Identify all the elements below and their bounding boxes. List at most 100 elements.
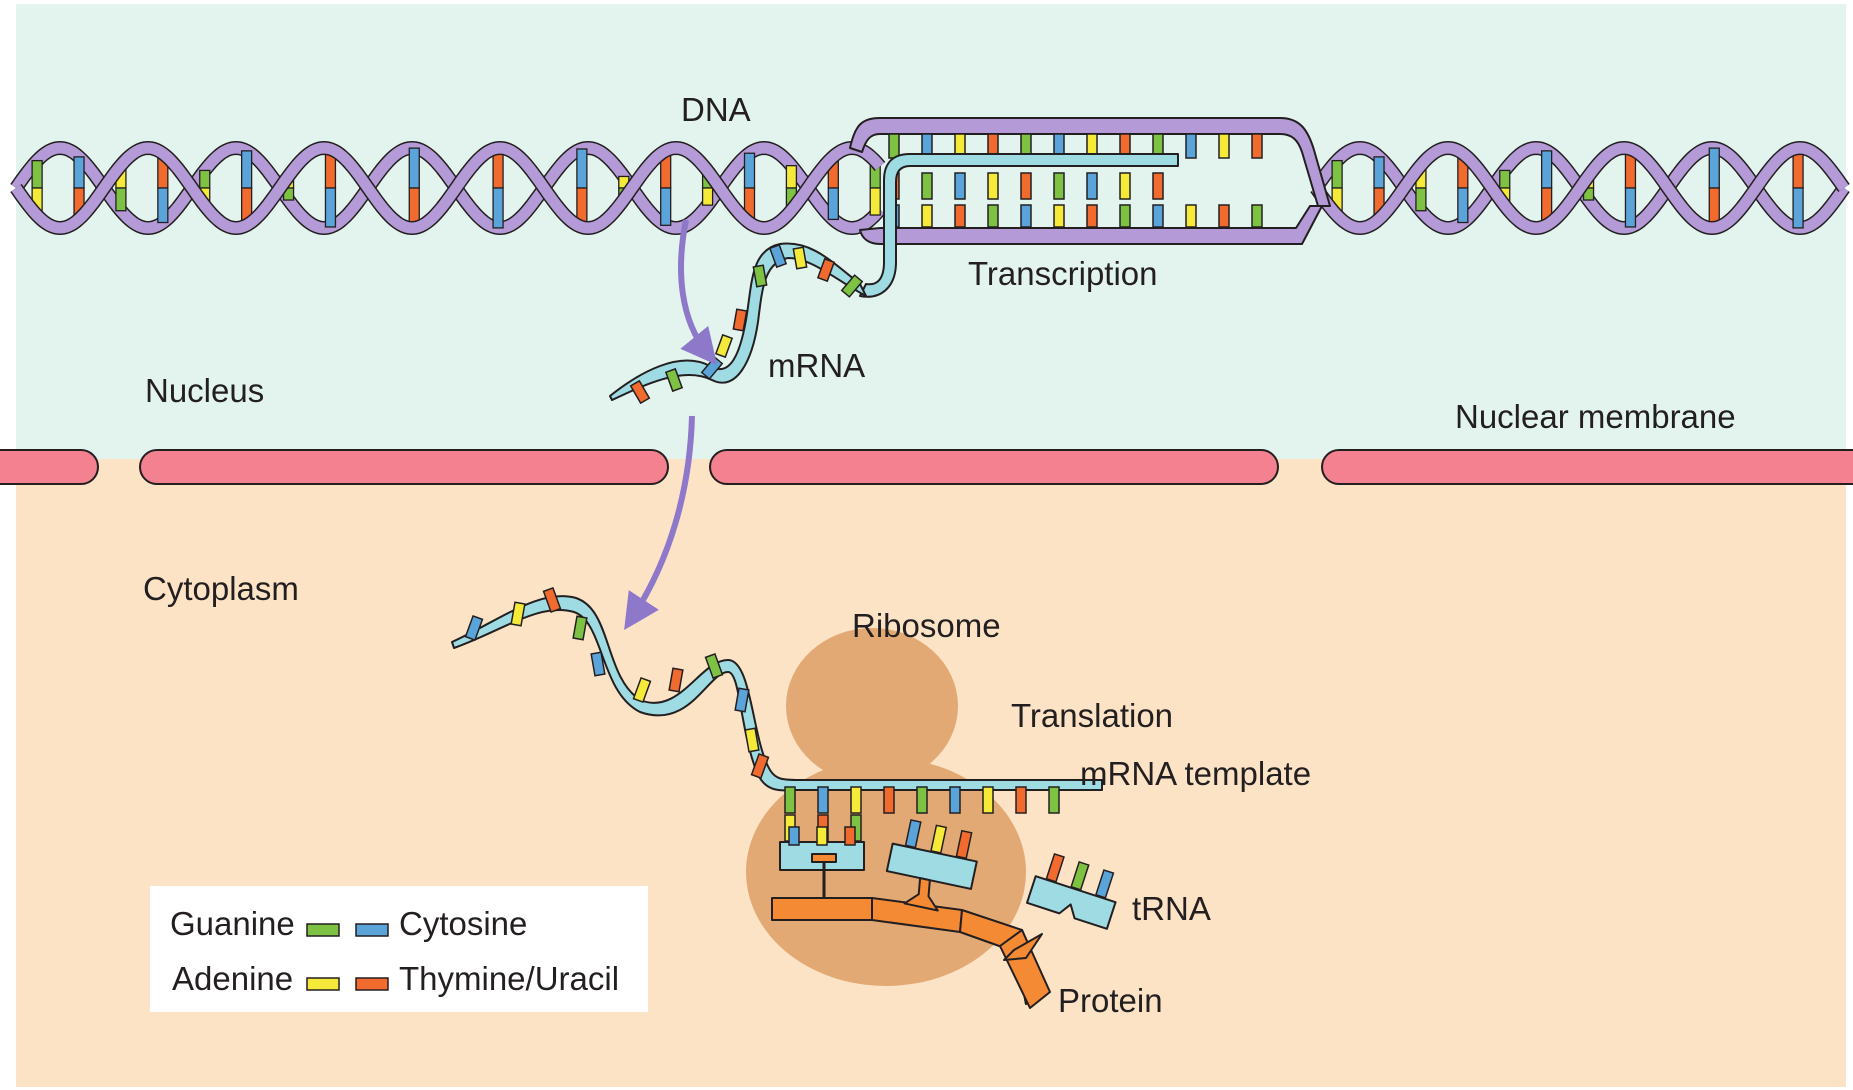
nucleotide-base bbox=[788, 826, 800, 846]
nucleotide-base bbox=[930, 824, 948, 854]
nucleotide-base bbox=[510, 601, 526, 627]
label-nuclear-membrane: Nuclear membrane bbox=[1455, 398, 1736, 435]
base-pair-half bbox=[1540, 150, 1553, 189]
nucleotide-base bbox=[1251, 133, 1263, 159]
base-pair-half bbox=[1499, 169, 1511, 189]
nucleotide-base bbox=[1015, 786, 1027, 814]
base-pair-half bbox=[324, 187, 337, 228]
base-pair-half bbox=[785, 165, 798, 189]
dna-double-helix-right bbox=[1310, 140, 1850, 236]
label-transcription: Transcription bbox=[968, 255, 1158, 292]
membrane-segment bbox=[0, 449, 99, 485]
nucleotide-base bbox=[1119, 172, 1131, 200]
base-pair-half bbox=[701, 187, 714, 206]
nucleotide-base bbox=[883, 786, 895, 814]
dna-strand bbox=[11, 142, 885, 234]
label-dna: DNA bbox=[681, 91, 751, 128]
nucleotide-base bbox=[750, 752, 770, 780]
base-pair-half bbox=[199, 169, 211, 189]
nucleotide-base bbox=[850, 786, 862, 814]
label-mrna-template: mRNA template bbox=[1080, 755, 1311, 792]
legend-label-cytosine: Cytosine bbox=[399, 905, 527, 942]
base-pair-half bbox=[492, 187, 504, 229]
nucleotide-base bbox=[664, 367, 684, 393]
nucleotide-base bbox=[904, 819, 922, 849]
nucleotide-base bbox=[982, 786, 994, 814]
base-pair-half bbox=[869, 187, 881, 216]
membrane-segment bbox=[709, 449, 1279, 485]
cytoplasm-mrna-bases bbox=[464, 586, 770, 780]
nucleotide-base bbox=[987, 204, 999, 228]
nucleotide-base bbox=[1094, 869, 1115, 899]
nucleotide-base bbox=[714, 333, 734, 359]
nucleotide-base bbox=[590, 651, 606, 677]
nucleotide-base bbox=[1053, 204, 1065, 228]
nucleotide-base bbox=[1218, 204, 1230, 228]
trna-bound bbox=[779, 826, 865, 898]
label-translation: Translation bbox=[1011, 697, 1173, 734]
legend-swatch-thymine-uracil bbox=[355, 977, 389, 991]
nucleotide-base bbox=[734, 687, 750, 713]
base-pair-half bbox=[1624, 187, 1637, 228]
base-pair-half bbox=[1457, 187, 1469, 224]
label-nucleus: Nucleus bbox=[145, 372, 264, 409]
export-arrow-1 bbox=[678, 219, 718, 366]
legend-box bbox=[150, 886, 648, 1012]
nucleotide-base bbox=[1053, 172, 1065, 200]
nucleotide-base bbox=[464, 614, 484, 642]
label-ribosome: Ribosome bbox=[852, 607, 1001, 644]
protein-segment bbox=[771, 897, 873, 921]
nucleotide-base bbox=[668, 667, 684, 693]
nucleotide-base bbox=[1048, 786, 1060, 814]
nucleotide-base bbox=[1251, 204, 1263, 228]
base-pair-half bbox=[1415, 187, 1427, 212]
nucleotide-base bbox=[542, 586, 562, 614]
trna-anticodon-bases bbox=[788, 826, 856, 846]
base-pair-half bbox=[157, 187, 169, 224]
nucleotide-base bbox=[784, 786, 796, 814]
base-pair-half bbox=[1331, 159, 1343, 189]
base-pair-half bbox=[576, 148, 588, 189]
legend-label-thymine-uracil: Thymine/Uracil bbox=[399, 960, 619, 997]
nucleotide-base bbox=[1185, 204, 1197, 228]
nucleotide-base bbox=[704, 652, 724, 680]
nucleotide-base bbox=[752, 264, 768, 288]
nucleotide-base bbox=[840, 274, 864, 298]
transcription-bubble bbox=[849, 117, 1331, 298]
legend-swatch-cytosine bbox=[355, 923, 389, 937]
nucleotide-base bbox=[1152, 172, 1164, 200]
base-pair-half bbox=[1792, 187, 1804, 229]
mrna-strand-nucleus bbox=[609, 242, 867, 405]
label-cytoplasm: Cytoplasm bbox=[143, 570, 299, 607]
nucleotide-base bbox=[954, 172, 966, 200]
nucleotide-base bbox=[632, 676, 652, 704]
label-trna: tRNA bbox=[1132, 890, 1211, 927]
base-pair-half bbox=[1708, 147, 1720, 189]
trna-anticodon-bases bbox=[904, 819, 973, 860]
nucleotide-base bbox=[954, 204, 966, 228]
mrna-strand-cytoplasm bbox=[451, 586, 1103, 842]
trna-arriving bbox=[885, 819, 978, 912]
nuclear-membrane bbox=[0, 449, 1853, 485]
amino-acid bbox=[903, 877, 939, 912]
export-arrow-2 bbox=[624, 415, 695, 631]
nucleotide-base bbox=[844, 826, 856, 846]
trna-body bbox=[1026, 875, 1117, 930]
amino-acid-tail bbox=[1003, 933, 1043, 961]
nucleotide-base bbox=[816, 826, 828, 846]
trna-connector bbox=[811, 853, 837, 863]
base-pair-half bbox=[743, 152, 756, 189]
legend: Guanine Cytosine Adenine Thymine/Uracil bbox=[150, 886, 648, 1012]
nucleotide-base bbox=[629, 379, 651, 405]
nucleotide-base bbox=[1086, 204, 1098, 228]
new-mrna-bases bbox=[888, 172, 1164, 200]
nucleotide-base bbox=[888, 133, 900, 159]
nucleotide-base bbox=[732, 308, 748, 332]
label-mrna: mRNA bbox=[768, 347, 865, 384]
membrane-segment bbox=[1321, 449, 1853, 485]
nucleotide-base bbox=[768, 243, 788, 269]
nucleotide-base bbox=[572, 615, 588, 641]
nucleotide-base bbox=[1045, 853, 1065, 883]
nucleotide-base bbox=[792, 246, 808, 270]
